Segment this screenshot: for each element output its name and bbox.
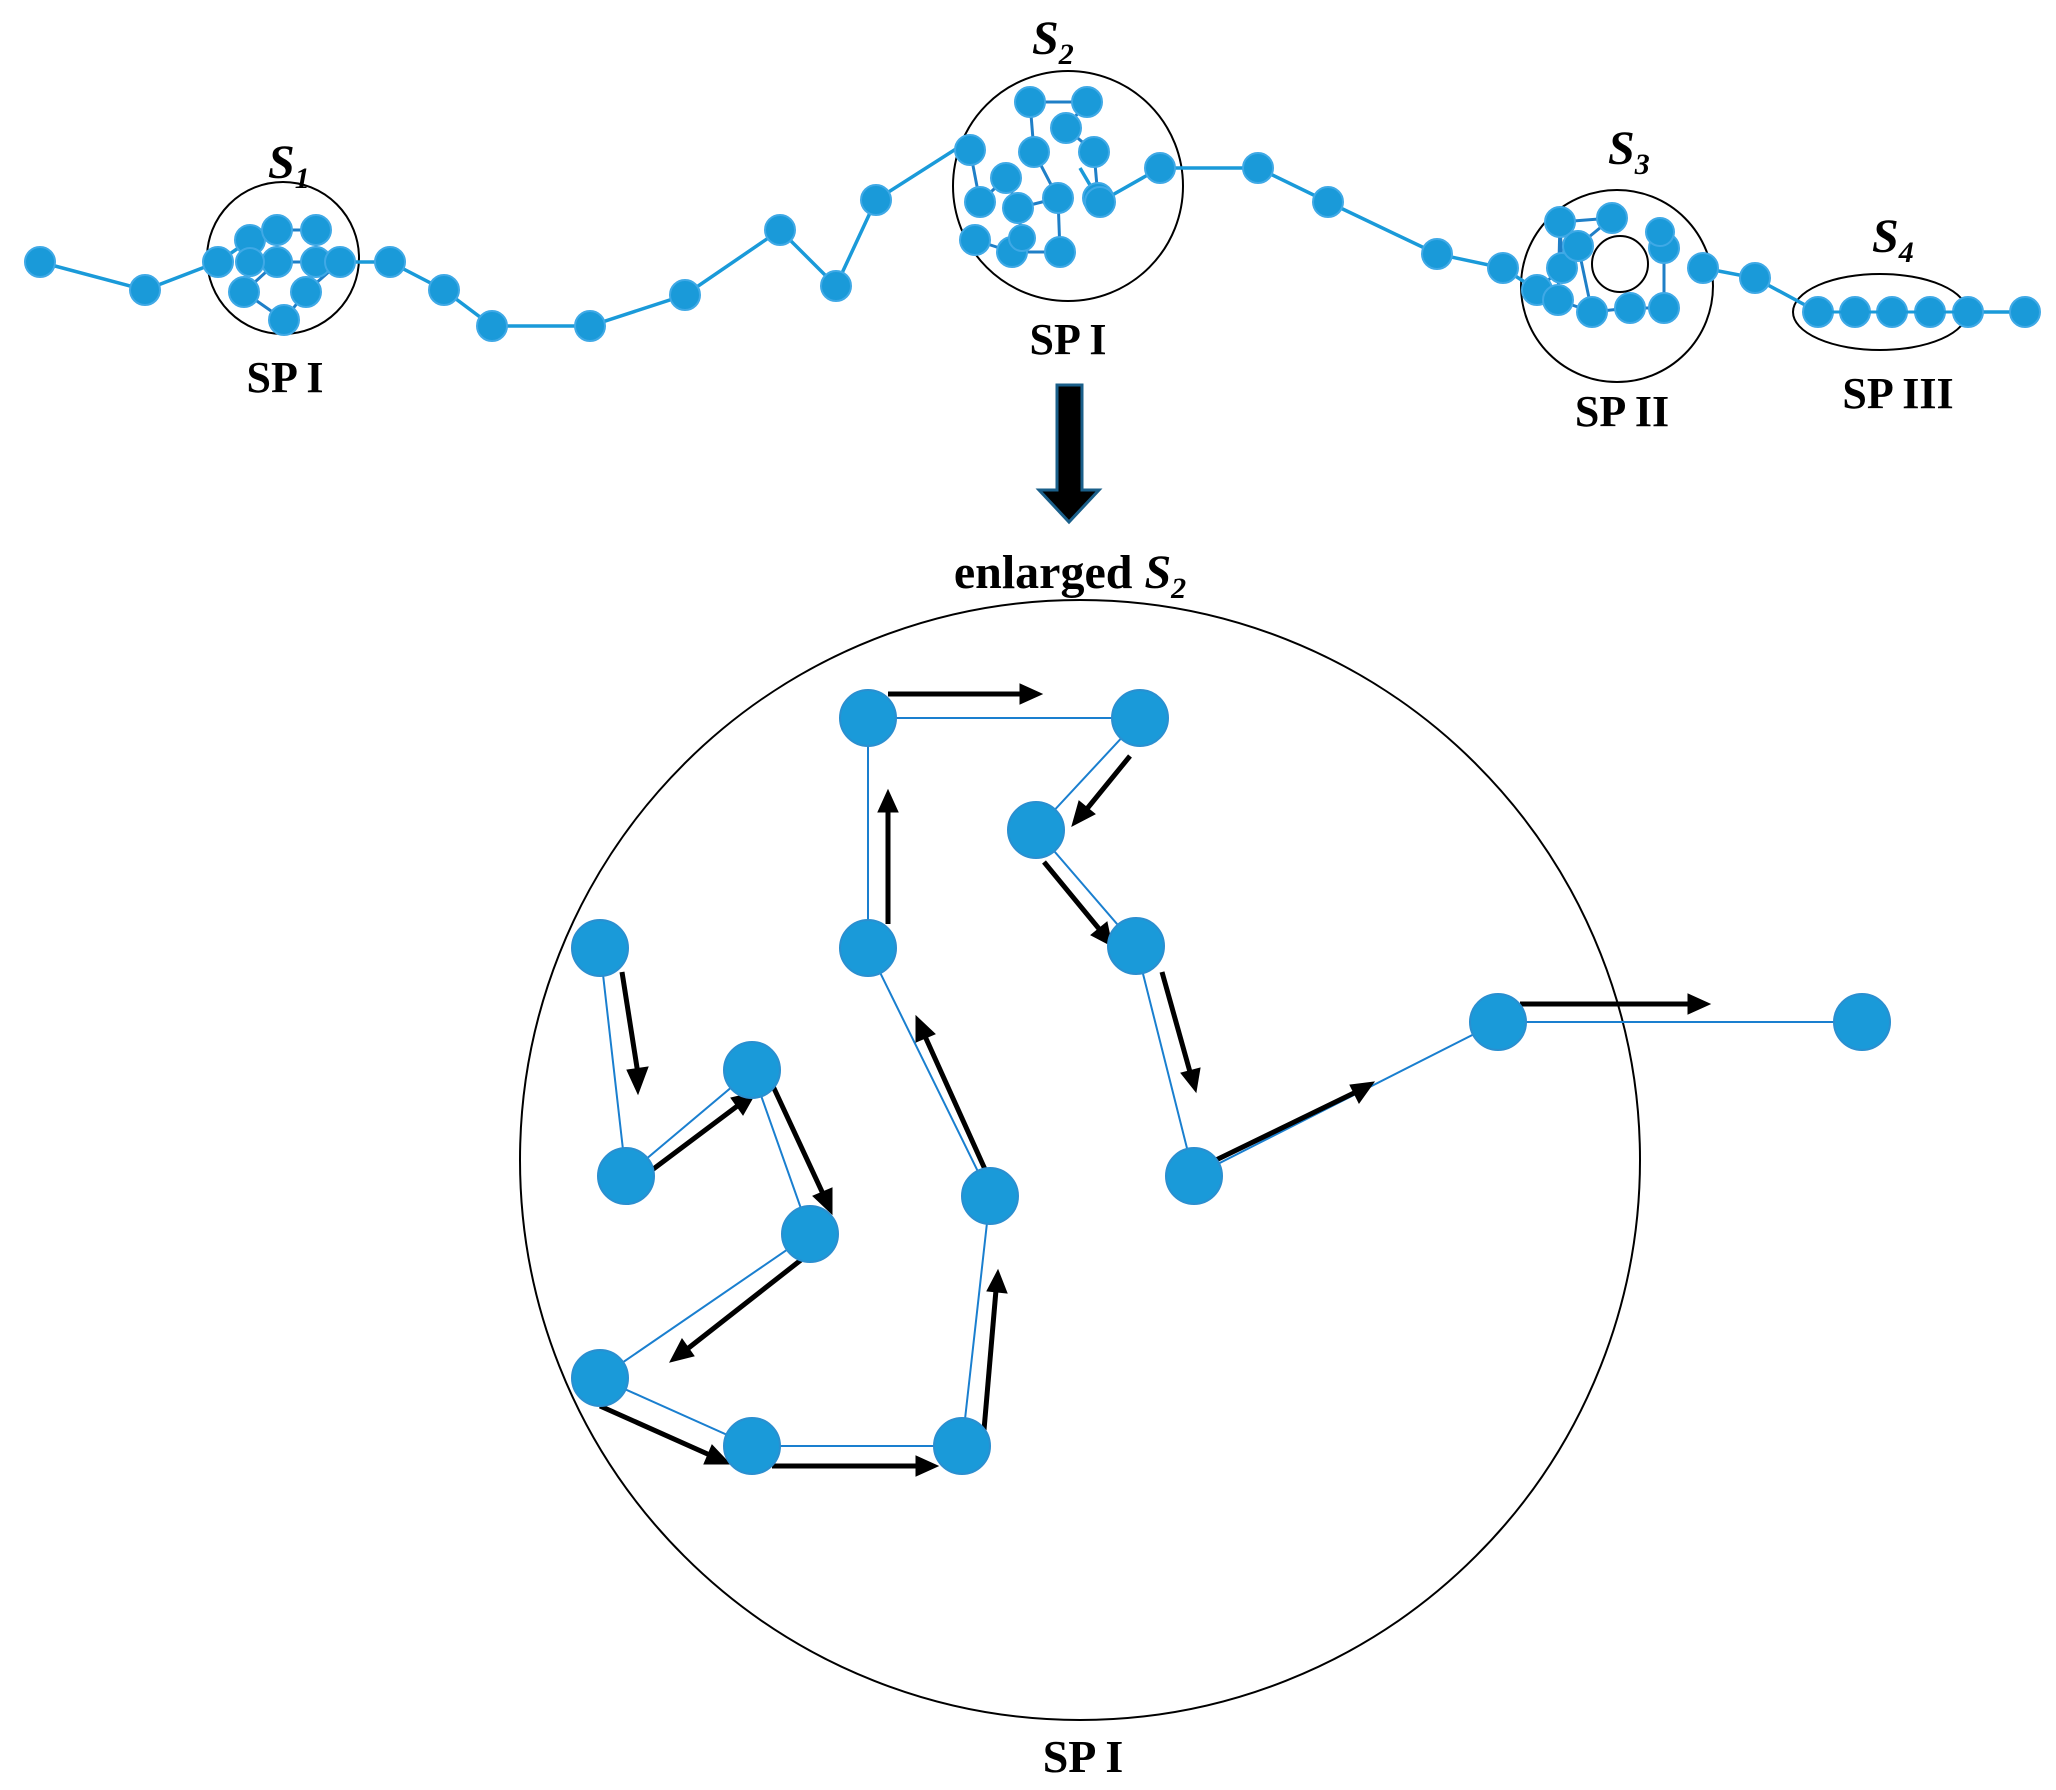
enlarged-path-edges (597, 717, 1862, 1447)
enlarged-node (839, 919, 897, 977)
enlarged-node (1469, 993, 1527, 1051)
s2-region-outline (952, 70, 1184, 302)
enlarged-node (781, 1205, 839, 1263)
s1-nodes (202, 214, 356, 336)
enlarged-node (723, 1417, 781, 1475)
s3-nodes (1521, 202, 1680, 328)
enlarged-node (597, 1147, 655, 1205)
s2-label: S2 (1032, 12, 1074, 71)
enlarged-node (1007, 801, 1065, 859)
arrow-1 (619, 971, 649, 1096)
arrow-8 (915, 1014, 991, 1178)
arrow-9 (877, 788, 899, 924)
s1-sp-label: SP I (246, 353, 323, 402)
arrow-14 (1214, 1081, 1376, 1163)
enlarged-sp-label: SP I (1043, 1731, 1124, 1782)
arrow-13 (1159, 971, 1201, 1094)
s1-label: S1 (268, 136, 310, 195)
s3-sp-label: SP II (1575, 387, 1669, 436)
arrow-4 (669, 1254, 808, 1363)
enlarged-node (961, 1167, 1019, 1225)
arrow-2 (650, 1091, 758, 1172)
arrow-7 (981, 1268, 1008, 1431)
enlarged-node (933, 1417, 991, 1475)
enlarged-node (1833, 993, 1891, 1051)
s3-region-outline (1520, 189, 1714, 383)
arrow-11 (1071, 754, 1132, 827)
top-trajectory: S1 SP I S2 SP I S3 SP II S4 SP III (24, 12, 2041, 436)
enlarged-s2-region-outline (519, 599, 1641, 1721)
enlarge-down-arrow (1035, 383, 1103, 525)
arrow-6 (772, 1455, 940, 1477)
s4-label: S4 (1872, 210, 1914, 269)
s2-nodes (954, 86, 1116, 268)
enlarged-s2-label: enlarged S2 (954, 546, 1186, 605)
enlarged-direction-arrows (598, 683, 1712, 1477)
arrow-3 (769, 1082, 833, 1216)
enlarged-node (1111, 689, 1169, 747)
enlarged-s2: SP I (519, 599, 1891, 1782)
arrow-12 (1042, 860, 1113, 947)
s2-sp-label: SP I (1029, 315, 1106, 364)
enlarged-node (839, 689, 897, 747)
s3-hole (1591, 235, 1649, 293)
s3-label: S3 (1608, 122, 1650, 181)
s4-sp-label: SP III (1842, 369, 1953, 418)
arrow-5 (598, 1403, 732, 1465)
enlarged-nodes (571, 689, 1891, 1475)
enlarged-node (723, 1041, 781, 1099)
arrow-10 (888, 683, 1044, 705)
enlarged-node (571, 919, 629, 977)
enlarged-node (1107, 917, 1165, 975)
arrow-15 (1520, 993, 1712, 1015)
enlarged-node (571, 1349, 629, 1407)
enlarged-node (1165, 1147, 1223, 1205)
main-path-nodes (24, 152, 2041, 342)
